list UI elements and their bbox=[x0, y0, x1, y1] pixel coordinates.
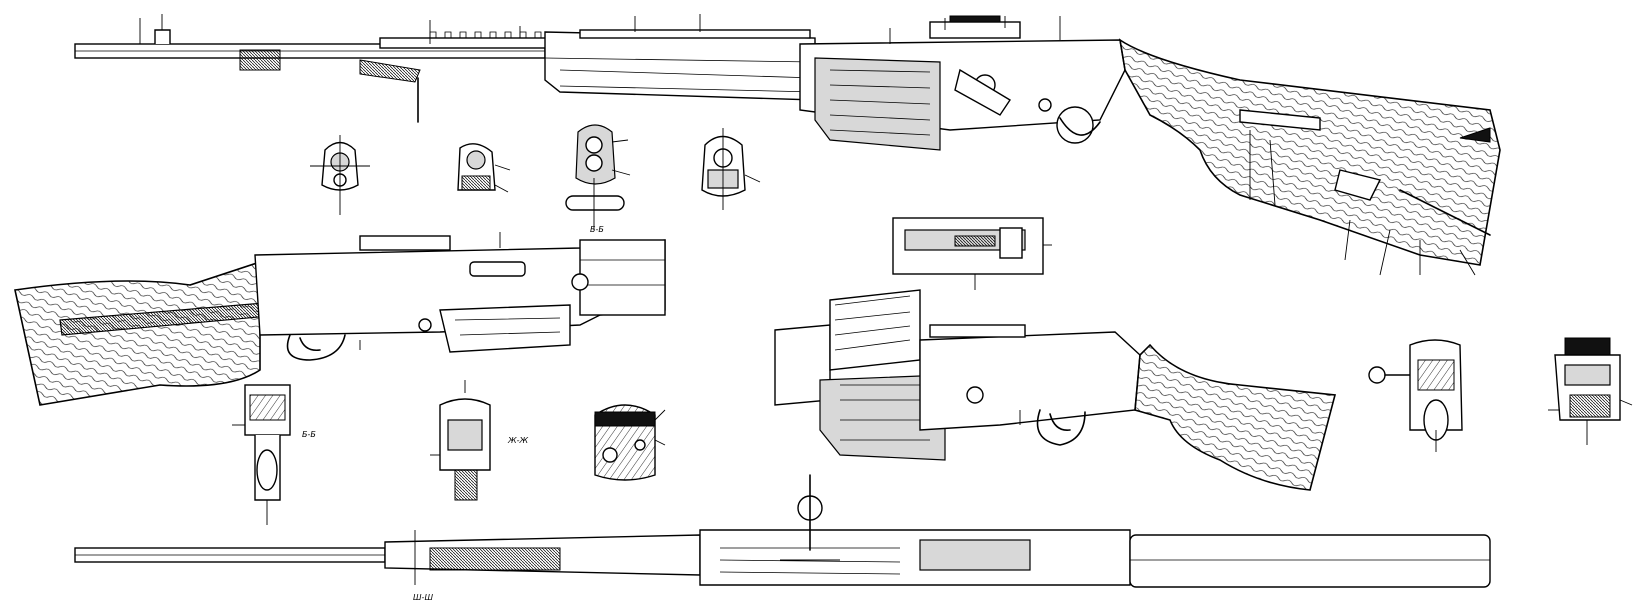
cross-section-8 bbox=[1368, 339, 1463, 452]
cross-section-3 bbox=[565, 124, 631, 230]
rifle-receiver-view-right bbox=[774, 289, 1337, 491]
cross-section-7 bbox=[594, 404, 666, 481]
section-label-b: Б-Б bbox=[302, 430, 316, 439]
cross-section-2 bbox=[457, 143, 511, 193]
section-label-a: Б-Б bbox=[590, 225, 604, 234]
cross-section-1 bbox=[310, 135, 370, 215]
rifle-plan-view-bottom bbox=[74, 474, 1491, 588]
rifle-receiver-view-left bbox=[14, 232, 666, 406]
cross-section-6 bbox=[430, 380, 491, 501]
cross-section-4 bbox=[701, 128, 761, 210]
bolt-detail bbox=[892, 217, 1052, 290]
section-label-c: Ж-Ж bbox=[507, 436, 529, 445]
rifle-side-section-top bbox=[74, 14, 1501, 276]
cross-section-5 bbox=[232, 384, 291, 525]
cross-section-9 bbox=[1548, 337, 1633, 445]
section-label-d: Ш-Ш bbox=[413, 593, 433, 602]
